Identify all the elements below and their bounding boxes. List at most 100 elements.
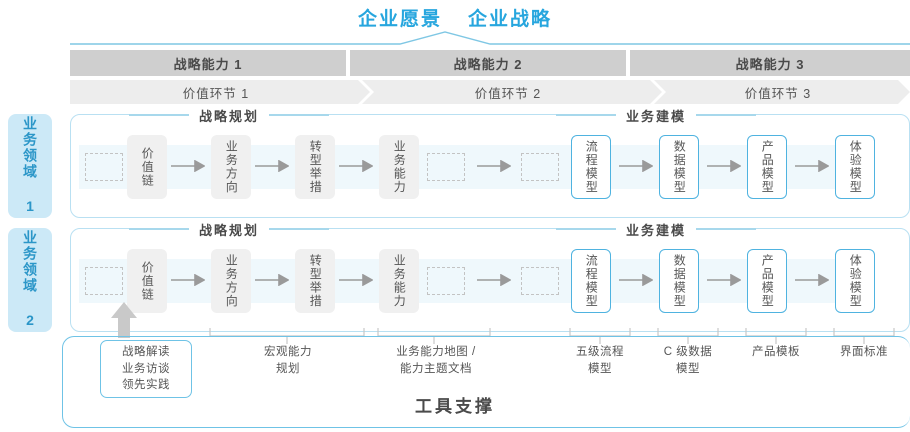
node-label: 产品模型 [760,254,775,308]
title-enterprise-strategy: 企业战略 [468,9,553,30]
section-title-modeling-1: 业务建模 [616,105,697,125]
node-transformation-measures-2[interactable]: 转型举措 [295,249,335,313]
node-label: 转型举措 [308,140,323,194]
section-rule-left [129,114,189,116]
node-experience-model-1[interactable]: 体验模型 [835,135,875,199]
flow-band-2 [79,259,839,303]
value-chain-label-3: 价值环节 3 [744,86,812,101]
value-chain-row: 价值环节 1 价值环节 2 价值环节 3 [70,80,910,104]
arrow-icon [795,160,829,172]
arrow-icon [477,274,511,286]
domain-row-1: 战略规划 业务建模 价值链 业务方向 转型举措 业务能力 [70,105,910,219]
top-titles: 企业愿景 企业战略 [0,4,910,31]
value-chain-cell-2[interactable]: 价值环节 2 [362,80,662,104]
section-rule-right [696,114,757,116]
arrow-icon [795,274,829,286]
dashed-placeholder-mid2-2 [521,267,559,295]
node-flow-1: 价值链 业务方向 转型举措 业务能力 流程模型 数据模型 产品模型 [71,115,910,219]
domain-tab-2[interactable]: 业务领域 2 [8,228,52,332]
node-label: 业务能力 [392,254,407,308]
arrow-icon [339,274,373,286]
tool-uplink-arrow-icon [111,302,137,338]
tool-label-product-template: 产品模板 [752,346,800,358]
node-experience-model-2[interactable]: 体验模型 [835,249,875,313]
node-product-model-2[interactable]: 产品模型 [747,249,787,313]
section-title-planning-2: 战略规划 [189,219,270,239]
node-product-model-1[interactable]: 产品模型 [747,135,787,199]
node-label: 产品模型 [760,140,775,194]
node-data-model-2[interactable]: 数据模型 [659,249,699,313]
node-business-capability-2[interactable]: 业务能力 [379,249,419,313]
node-data-model-1[interactable]: 数据模型 [659,135,699,199]
arrow-icon [339,160,373,172]
domain-row-2: 战略规划 业务建模 价值链 业务方向 转型举措 业务能力 [70,219,910,333]
node-label: 体验模型 [848,140,863,194]
dashed-placeholder-start-1 [85,153,123,181]
tool-label-strategy-interpretation[interactable]: 战略解读业务访谈领先实践 [100,340,192,399]
node-label: 流程模型 [584,254,599,308]
tool-label-five-level-process-model: 五级流程模型 [576,346,624,375]
node-label: 数据模型 [672,254,687,308]
section-rule-right [269,114,330,116]
arrow-icon [707,160,741,172]
section-header-modeling-1: 业务建模 [556,105,757,125]
tool-support-container [62,336,910,428]
value-chain-label-2: 价值环节 2 [474,86,542,101]
section-title-planning-1: 战略规划 [189,105,270,125]
node-label: 价值链 [140,260,155,302]
tool-label-capability-map: 业务能力地图 /能力主题文档 [396,346,476,375]
node-business-capability-1[interactable]: 业务能力 [379,135,419,199]
arrow-icon [171,160,205,172]
arrow-icon [255,160,289,172]
capability-cell-2[interactable]: 战略能力 2 [350,50,626,76]
node-business-direction-1[interactable]: 业务方向 [211,135,251,199]
domain-tab-1[interactable]: 业务领域 1 [8,114,52,218]
value-chain-cell-3[interactable]: 价值环节 3 [654,80,910,104]
value-chain-cell-1[interactable]: 价值环节 1 [70,80,370,104]
node-label: 数据模型 [672,140,687,194]
node-label: 体验模型 [848,254,863,308]
arrow-icon [619,274,653,286]
tool-support-title: 工具支撑 [415,397,495,416]
domain-tab-label-1: 业务领域 1 [22,116,38,216]
dashed-placeholder-start-2 [85,267,123,295]
node-transformation-measures-1[interactable]: 转型举措 [295,135,335,199]
dashed-placeholder-mid-1 [427,153,465,181]
node-value-chain-2[interactable]: 价值链 [127,249,167,313]
arrow-icon [707,274,741,286]
section-rule-left [556,114,616,116]
node-value-chain-1[interactable]: 价值链 [127,135,167,199]
dashed-placeholder-mid2-1 [521,153,559,181]
capability-bar-row: 战略能力 1 战略能力 2 战略能力 3 [70,50,910,76]
flow-band-1 [79,145,839,189]
section-title-modeling-2: 业务建模 [616,219,697,239]
section-rule-left [129,228,189,230]
arrow-icon [255,274,289,286]
section-rule-right [696,228,757,230]
title-enterprise-vision: 企业愿景 [357,9,442,30]
arrow-icon [171,274,205,286]
tool-label-macro-capability-planning: 宏观能力规划 [264,346,312,375]
node-label: 业务能力 [392,140,407,194]
tool-label-interface-standard: 界面标准 [840,346,888,358]
section-header-planning-1: 战略规划 [129,105,330,125]
node-label: 业务方向 [224,140,239,194]
capability-cell-1[interactable]: 战略能力 1 [70,50,346,76]
peak-connector-line [70,31,910,45]
node-business-direction-2[interactable]: 业务方向 [211,249,251,313]
section-header-modeling-2: 业务建模 [556,219,757,239]
capability-cell-3[interactable]: 战略能力 3 [630,50,910,76]
dashed-placeholder-mid-2 [427,267,465,295]
node-label: 转型举措 [308,254,323,308]
node-flow-2: 价值链 业务方向 转型举措 业务能力 流程模型 数据模型 产品模型 [71,229,910,333]
domain-tab-label-2: 业务领域 2 [22,230,38,330]
arrow-icon [477,160,511,172]
node-process-model-1[interactable]: 流程模型 [571,135,611,199]
tool-label-c-level-data-model: C 级数据模型 [663,346,713,375]
value-chain-label-1: 价值环节 1 [182,86,250,101]
section-rule-left [556,228,616,230]
node-process-model-2[interactable]: 流程模型 [571,249,611,313]
arrow-icon [619,160,653,172]
section-rule-right [269,228,330,230]
